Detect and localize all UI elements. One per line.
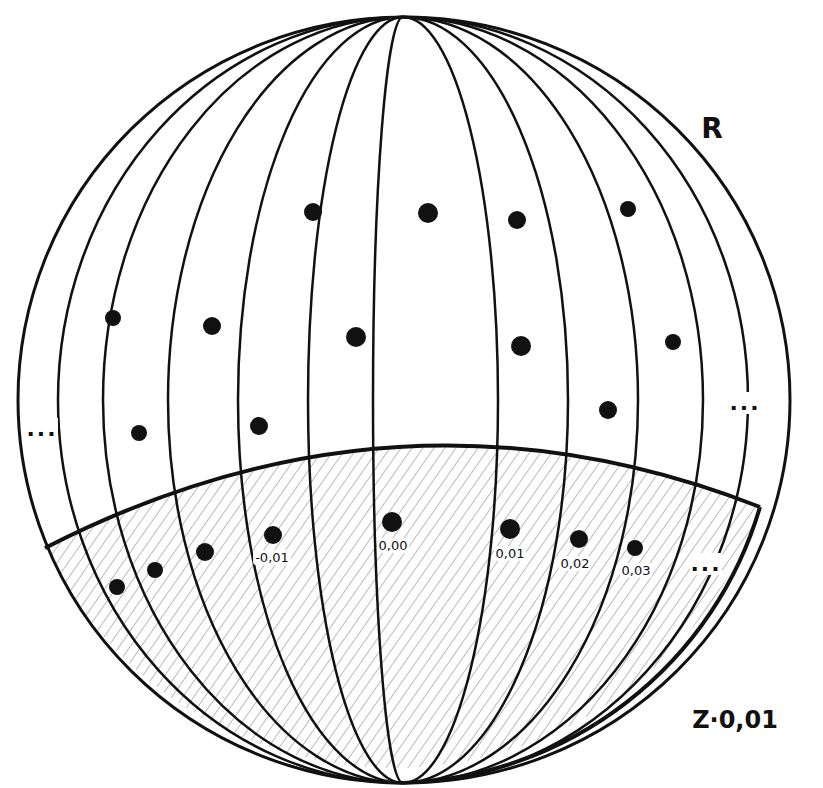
point-value: 0,03 — [620, 563, 653, 578]
points — [105, 201, 681, 595]
meridians — [58, 17, 748, 783]
point-value: -0,01 — [253, 550, 291, 565]
region-outline — [45, 507, 760, 783]
ellipsis: ... — [26, 418, 57, 440]
sphere-outline — [18, 17, 790, 783]
point-value: 0,00 — [377, 538, 410, 553]
sphere-label: R — [701, 115, 723, 143]
region-boundary — [45, 445, 760, 548]
shaded-region — [45, 445, 760, 767]
region-label: Z·0,01 — [692, 708, 778, 732]
point-value: 0,02 — [559, 556, 592, 571]
ellipsis: ... — [690, 553, 721, 575]
point-value: 0,01 — [494, 546, 527, 561]
ellipsis: ... — [729, 392, 760, 414]
